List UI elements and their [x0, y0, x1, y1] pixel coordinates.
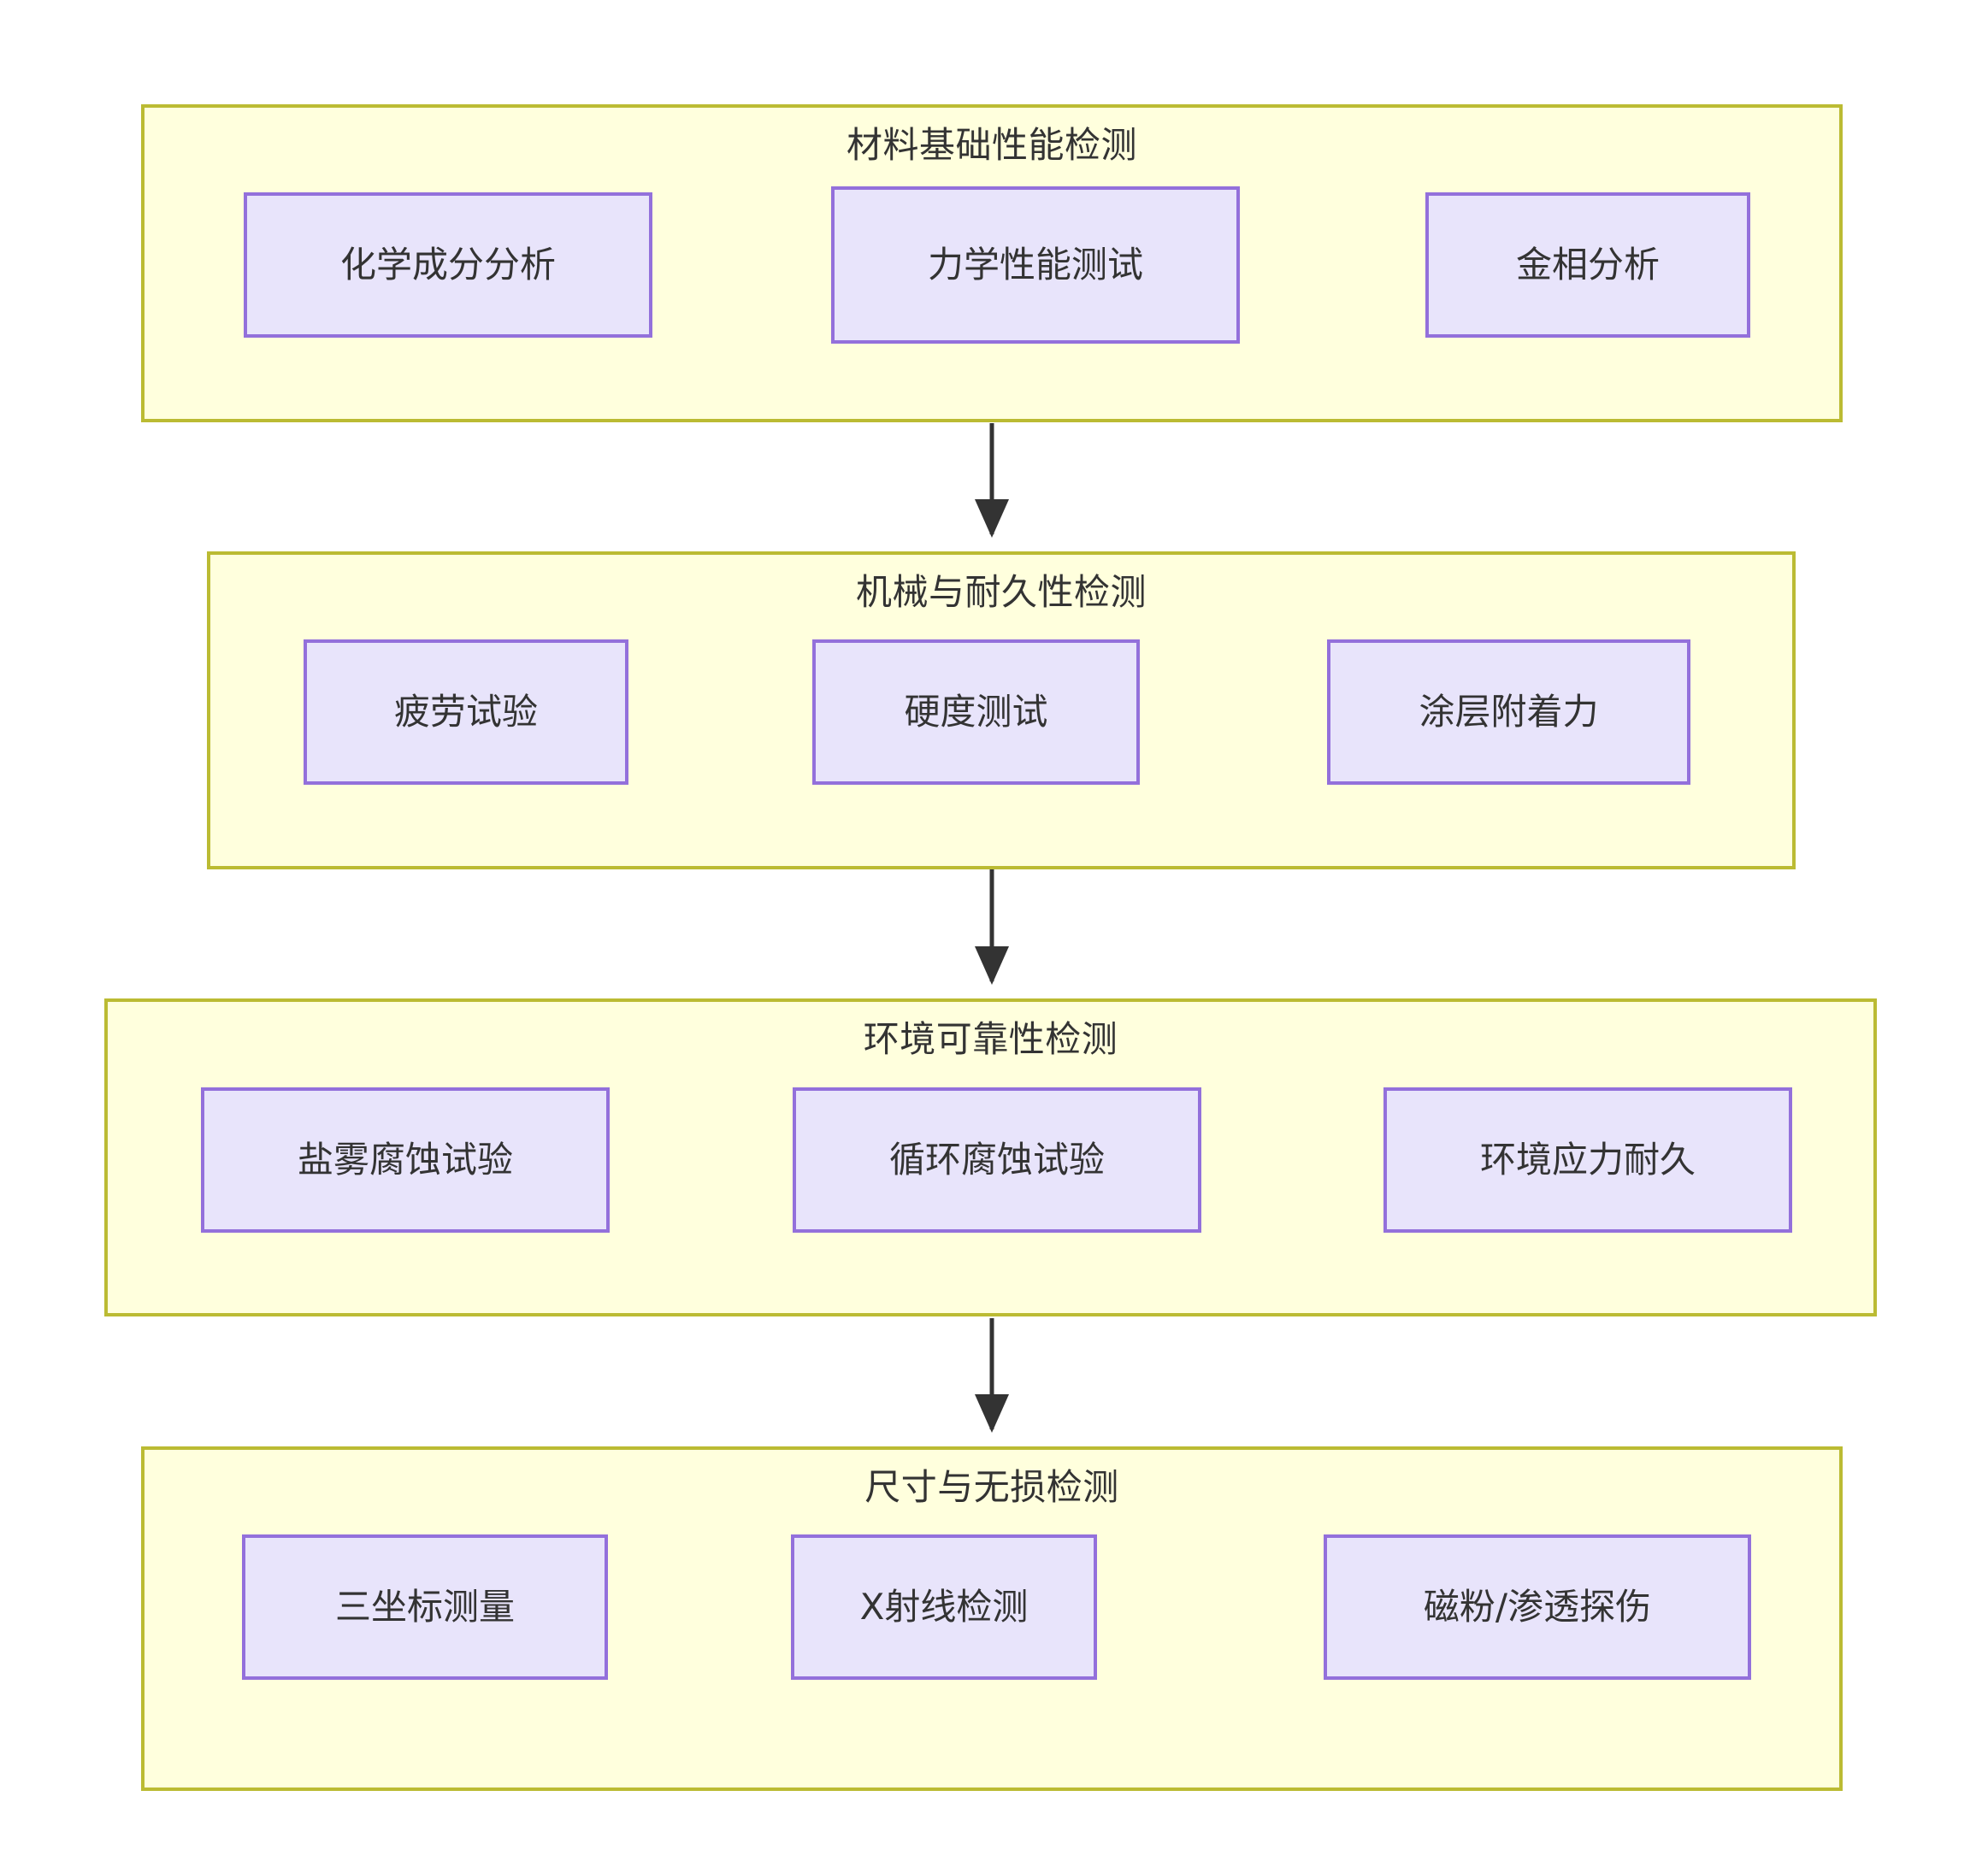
subgraph-title-group3: 环境可靠性检测 — [863, 1018, 1118, 1060]
node-label: 硬度测试 — [904, 690, 1048, 733]
node-fatigue-test[interactable]: 疲劳试验 — [304, 639, 628, 785]
node-cmm-measurement[interactable]: 三坐标测量 — [242, 1534, 608, 1680]
node-label: 疲劳试验 — [393, 690, 538, 733]
subgraph-title-group2: 机械与耐久性检测 — [855, 571, 1147, 613]
node-label: 循环腐蚀试验 — [888, 1138, 1105, 1181]
node-xray-inspection[interactable]: X射线检测 — [791, 1534, 1097, 1680]
node-label: 环境应力耐久 — [1479, 1138, 1696, 1181]
node-mechanical-property-test[interactable]: 力学性能测试 — [831, 186, 1240, 344]
node-label: 三坐标测量 — [334, 1585, 515, 1628]
node-cyclic-corrosion-test[interactable]: 循环腐蚀试验 — [793, 1087, 1201, 1233]
node-label: 金相分析 — [1515, 243, 1660, 286]
node-label: 力学性能测试 — [927, 243, 1143, 286]
node-label: 化学成分分析 — [339, 243, 556, 286]
node-label: 磁粉/渗透探伤 — [1423, 1585, 1652, 1628]
subgraph-title-group1: 材料基础性能检测 — [846, 124, 1137, 166]
node-label: X射线检测 — [859, 1585, 1029, 1628]
node-chemical-composition-analysis[interactable]: 化学成分分析 — [244, 192, 652, 338]
node-label: 盐雾腐蚀试验 — [297, 1138, 513, 1181]
node-label: 涂层附着力 — [1419, 690, 1599, 733]
node-hardness-test[interactable]: 硬度测试 — [812, 639, 1140, 785]
node-salt-spray-corrosion-test[interactable]: 盐雾腐蚀试验 — [201, 1087, 610, 1233]
node-coating-adhesion[interactable]: 涂层附着力 — [1327, 639, 1690, 785]
subgraph-title-group4: 尺寸与无损检测 — [864, 1466, 1119, 1508]
node-magnetic-penetrant-testing[interactable]: 磁粉/渗透探伤 — [1324, 1534, 1751, 1680]
node-metallographic-analysis[interactable]: 金相分析 — [1425, 192, 1750, 338]
node-environmental-stress-durability[interactable]: 环境应力耐久 — [1383, 1087, 1792, 1233]
